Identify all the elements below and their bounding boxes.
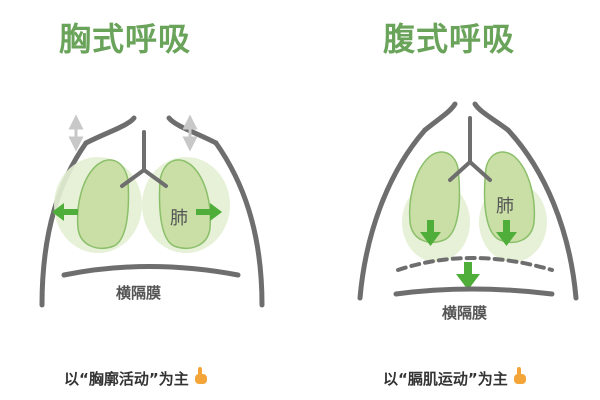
lung-label: 肺	[170, 208, 188, 229]
down-arrow-icon	[420, 220, 441, 246]
neck-outline	[83, 115, 219, 146]
caption-text: 以“膈肌运动”为主	[383, 369, 508, 388]
abdominal-breathing-title: 腹式呼吸	[383, 20, 516, 58]
caption-text: 以“胸廓活动”为主	[64, 369, 189, 388]
diaphragm-label: 横隔膜	[116, 284, 161, 302]
right-lung	[483, 151, 536, 243]
trachea	[120, 130, 168, 188]
trachea	[448, 116, 492, 182]
left-lung	[76, 159, 130, 249]
abdominal-breathing-caption: 以“膈肌运动”为主	[383, 366, 529, 390]
chest-breathing-panel: 肺 横隔膜	[39, 114, 265, 308]
chest-breathing-caption: 以“胸廓活动”为主	[64, 366, 210, 390]
torso-outline	[357, 127, 579, 301]
neck-outline	[422, 101, 511, 133]
pointing-hand-icon	[511, 366, 529, 390]
down-arrow-icon	[496, 220, 517, 246]
right-lung	[158, 159, 212, 249]
down-arrow-icon	[456, 262, 480, 290]
diaphragm-line	[61, 264, 241, 278]
diaphragm-line	[393, 286, 555, 297]
pointing-hand-icon	[192, 366, 210, 390]
lung-label: 肺	[496, 196, 514, 217]
left-lung	[408, 151, 461, 243]
right-arrow-icon	[196, 203, 222, 221]
left-arrow-icon	[52, 203, 78, 221]
diaphragm-label: 横隔膜	[442, 304, 487, 322]
chest-breathing-title: 胸式呼吸	[59, 20, 192, 58]
abdominal-breathing-panel: 肺 横隔膜	[357, 101, 579, 322]
diaphragm-previous-position	[396, 256, 554, 272]
